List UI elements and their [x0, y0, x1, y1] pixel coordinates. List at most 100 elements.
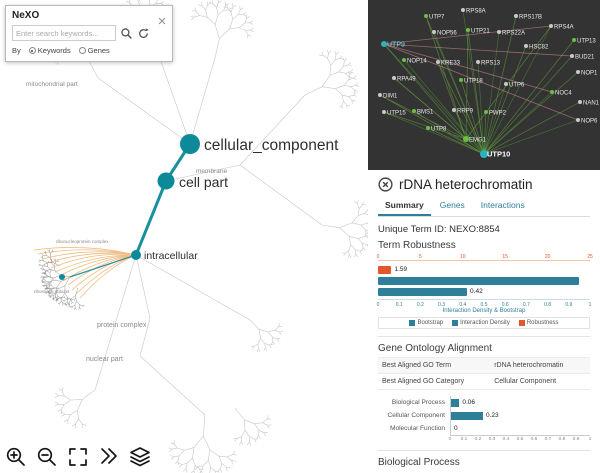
close-term-icon[interactable] [378, 177, 393, 192]
gene-label[interactable]: NAN1 [583, 101, 600, 107]
gene-node[interactable] [476, 60, 480, 64]
gene-node[interactable] [504, 82, 508, 86]
close-icon[interactable] [158, 12, 166, 24]
gene-node[interactable] [392, 76, 396, 80]
gene-label[interactable]: HSC82 [529, 45, 549, 51]
gene-label[interactable]: RPS22A [502, 31, 525, 37]
term-details-panel: rDNA heterochromatin Summary Genes Inter… [368, 170, 600, 473]
zoom-out-button[interactable] [35, 445, 59, 469]
gene-label[interactable]: DIM1 [383, 94, 398, 100]
reset-icon[interactable] [137, 27, 150, 40]
tab-genes[interactable]: Genes [439, 200, 465, 210]
right-column: UTP7 RPS8A RPS17B RPS4A UTP13 RPS22A UTP21 NOP5… [368, 0, 600, 473]
gene-node[interactable] [524, 44, 528, 48]
gene-label[interactable]: UTP6 [509, 83, 525, 89]
gene-label[interactable]: NOP1 [581, 71, 598, 77]
gene-label[interactable]: RPS8A [466, 9, 486, 15]
term-node[interactable] [131, 250, 141, 260]
gene-label[interactable]: KRE33 [441, 61, 461, 67]
gene-node[interactable] [432, 30, 436, 34]
bar-row-robustness: 1.59 [378, 264, 590, 275]
gene-node[interactable] [382, 110, 386, 114]
go-bar-label: Cellular Component [387, 412, 445, 419]
tab-summary[interactable]: Summary [378, 197, 431, 216]
gene-label[interactable]: RPS4A [554, 25, 574, 31]
gene-label[interactable]: RPA49 [397, 77, 416, 83]
gene-node[interactable] [459, 78, 463, 82]
gene-overlap-edges [33, 247, 137, 299]
gene-label[interactable]: UTP13 [577, 39, 596, 45]
gene-label[interactable]: UTP21 [471, 29, 490, 35]
term-node[interactable] [180, 134, 200, 154]
gene-node[interactable] [402, 58, 406, 62]
gene-node[interactable] [578, 100, 582, 104]
go-bar-label: Molecular Function [390, 425, 445, 432]
gene-node[interactable] [426, 126, 430, 130]
interaction-network-panel[interactable]: UTP7 RPS8A RPS17B RPS4A UTP13 RPS22A UTP21 NOP5… [368, 0, 600, 170]
gene-label[interactable]: NOC4 [555, 91, 572, 97]
term-title: rDNA heterochromatin [399, 177, 533, 192]
gene-node[interactable] [381, 41, 387, 47]
legend-item: Bootstrap [409, 320, 443, 326]
gene-label[interactable]: PWP2 [489, 111, 507, 117]
gene-node[interactable] [570, 54, 574, 58]
network-canvas[interactable]: UTP7 RPS8A RPS17B RPS4A UTP13 RPS22A UTP21 NOP5… [368, 0, 600, 170]
gene-node[interactable] [484, 110, 488, 114]
gene-label[interactable]: RRP9 [457, 109, 474, 115]
gene-node[interactable] [576, 70, 580, 74]
gene-node[interactable] [497, 30, 501, 34]
search-icon[interactable] [120, 27, 133, 40]
gene-node[interactable] [463, 136, 469, 142]
radio-keywords[interactable]: Keywords [28, 46, 71, 55]
term-node-label[interactable]: intracellular [144, 250, 198, 262]
gene-node[interactable] [480, 150, 488, 158]
gene-node[interactable] [412, 109, 416, 113]
layers-button[interactable] [128, 445, 152, 469]
term-node[interactable] [157, 172, 175, 190]
gene-label[interactable]: UTP15 [387, 111, 406, 117]
gene-node[interactable] [514, 14, 518, 18]
unique-term-id-value: NEXO:8854 [449, 224, 500, 235]
gene-node[interactable] [550, 90, 554, 94]
branch-label: ribosomal subunit [34, 289, 70, 294]
gene-label[interactable]: UTP9 [387, 42, 405, 49]
term-node-label[interactable]: cell part [179, 174, 228, 190]
gene-label[interactable]: RPS13 [481, 61, 501, 67]
expand-branches-button[interactable] [97, 445, 121, 469]
gene-label[interactable]: BUD21 [575, 55, 595, 61]
gene-node[interactable] [378, 93, 382, 97]
gene-label[interactable]: RPS17B [519, 15, 542, 21]
fit-to-screen-button[interactable] [66, 445, 90, 469]
gene-label[interactable]: NOP6 [581, 119, 598, 125]
gene-node[interactable] [466, 28, 470, 32]
gene-label[interactable]: UTP8 [431, 127, 447, 133]
gene-label[interactable]: UTP18 [464, 79, 483, 85]
branch-label: mitochondrial part [26, 81, 78, 88]
gene-node[interactable] [572, 38, 576, 42]
gene-label[interactable]: BMS1 [417, 110, 434, 116]
term-node-label[interactable]: cellular_component [204, 137, 339, 154]
gene-node[interactable] [549, 24, 553, 28]
gene-node[interactable] [424, 14, 428, 18]
gene-node[interactable] [436, 60, 440, 64]
go-bar [451, 411, 483, 420]
term-node[interactable] [59, 274, 65, 280]
gene-node[interactable] [461, 8, 465, 12]
gene-node[interactable] [576, 118, 580, 122]
zoom-in-button[interactable] [4, 445, 28, 469]
gene-label[interactable]: EMG1 [469, 138, 487, 144]
details-tabs: Summary Genes Interactions [378, 197, 590, 217]
unique-term-id-label: Unique Term ID: [378, 224, 447, 235]
gene-label[interactable]: UTP10 [487, 150, 510, 159]
gene-label[interactable]: UTP7 [429, 15, 445, 21]
search-input[interactable] [12, 25, 116, 41]
radio-genes[interactable]: Genes [78, 46, 110, 55]
gene-node[interactable] [452, 108, 456, 112]
tab-interactions[interactable]: Interactions [480, 200, 525, 210]
gene-label[interactable]: NOP14 [407, 59, 427, 65]
gene-label[interactable]: NOP56 [437, 31, 457, 37]
